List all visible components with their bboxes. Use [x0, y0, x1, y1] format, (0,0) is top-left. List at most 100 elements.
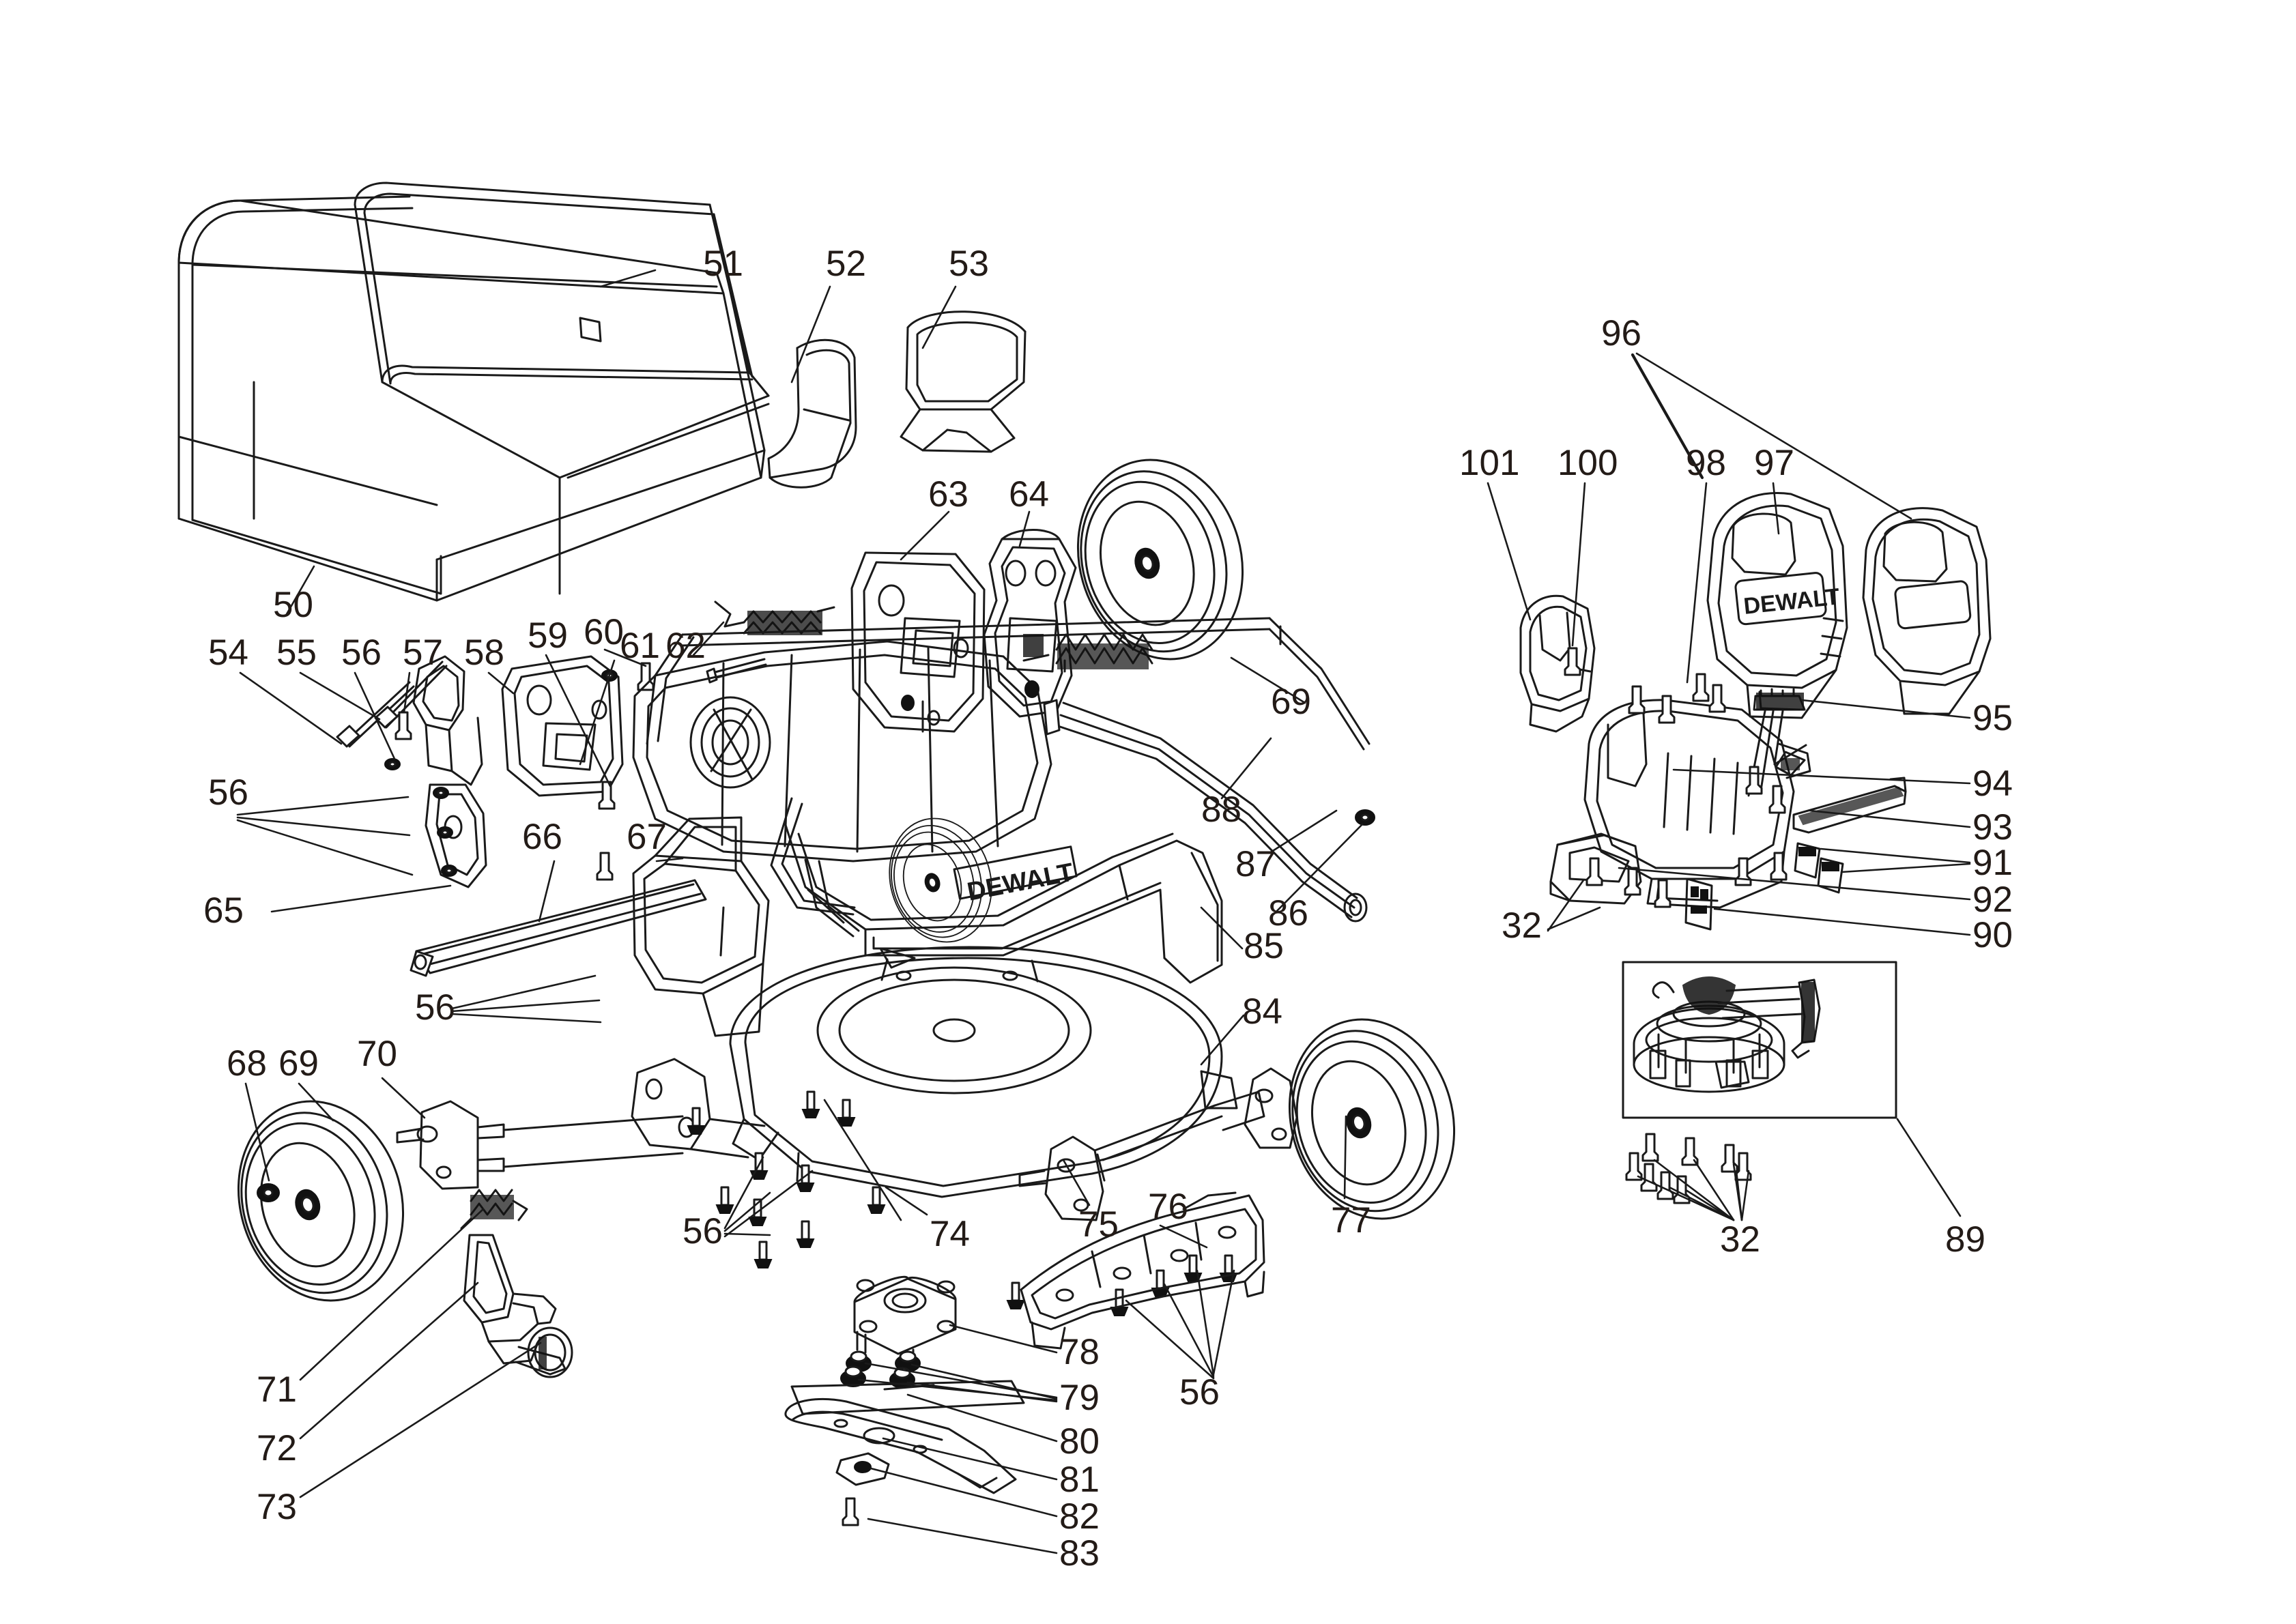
callout-88: 88 — [1201, 789, 1242, 830]
cable-part-93 — [1792, 777, 1907, 834]
motor-inset-box-89 — [1622, 961, 1897, 1119]
callout-69-a: 69 — [278, 1043, 319, 1084]
callout-74: 74 — [930, 1214, 970, 1254]
callout-65: 65 — [203, 890, 244, 931]
spring-part-62 — [714, 600, 835, 635]
wheel-part-69-left — [214, 1080, 427, 1322]
axle-bracket-part-70 — [396, 1100, 684, 1190]
battery-cover-part-101 — [1519, 594, 1596, 733]
wire-harness-part-95 — [1747, 688, 1807, 797]
callout-68: 68 — [227, 1043, 267, 1084]
callout-75: 75 — [1078, 1204, 1119, 1245]
callout-32-b: 32 — [1720, 1219, 1760, 1260]
callout-80: 80 — [1059, 1421, 1100, 1462]
handle-bracket-part-57 — [412, 655, 483, 786]
side-chute-part-53 — [900, 310, 1027, 453]
callout-71: 71 — [257, 1369, 297, 1410]
callout-97: 97 — [1754, 443, 1794, 483]
callout-66: 66 — [522, 817, 562, 857]
callout-78: 78 — [1059, 1332, 1100, 1372]
leader-lines — [236, 269, 1971, 1554]
bag-frame-part-51 — [354, 182, 770, 479]
wheel-bracket-right — [1244, 1067, 1298, 1149]
callout-96: 96 — [1601, 313, 1641, 353]
callout-81: 81 — [1059, 1460, 1100, 1500]
callout-55: 55 — [276, 633, 317, 673]
bolt-56 — [596, 852, 614, 881]
callout-56-a: 56 — [341, 633, 382, 673]
callout-56-b: 56 — [208, 772, 248, 813]
callout-59: 59 — [528, 615, 568, 656]
callout-73: 73 — [257, 1487, 297, 1527]
callout-61: 61 — [620, 626, 660, 666]
callout-53: 53 — [949, 244, 989, 284]
callout-60: 60 — [584, 612, 624, 652]
callout-79: 79 — [1059, 1378, 1100, 1418]
base-bracket-part-32 — [1549, 832, 1642, 905]
height-lever-part-72 — [463, 1234, 566, 1376]
callout-62: 62 — [665, 626, 706, 666]
washer-56 — [436, 826, 454, 839]
washer-56 — [432, 786, 450, 800]
callout-69-b: 69 — [1271, 682, 1311, 722]
callout-56-e: 56 — [1179, 1372, 1220, 1412]
washer-56 — [384, 757, 401, 771]
callout-57: 57 — [403, 633, 443, 673]
callout-76: 76 — [1148, 1187, 1188, 1227]
grass-bag-part-50 — [177, 195, 766, 602]
mower-deck-upper-body — [632, 640, 1052, 938]
callout-82: 82 — [1059, 1496, 1100, 1537]
callout-67: 67 — [627, 817, 667, 857]
nut-part-86 — [1355, 809, 1375, 826]
wheel-part-77 — [1265, 998, 1478, 1240]
brand-dewalt-battery: DEWALT — [1742, 583, 1841, 620]
bracket-part-64 — [983, 529, 1077, 718]
callout-95: 95 — [1972, 698, 2013, 738]
callout-85: 85 — [1244, 926, 1284, 966]
callout-101: 101 — [1459, 443, 1520, 483]
circuit-board-part-90 — [1684, 878, 1713, 931]
knob-part-73 — [527, 1326, 573, 1378]
callout-54: 54 — [208, 633, 248, 673]
motor-stator — [1633, 976, 1785, 1093]
mower-deck-part-84 — [729, 946, 1238, 1198]
mulch-plug-part-52 — [767, 338, 857, 489]
blade-washer-part-82 — [835, 1452, 890, 1486]
handle-rods-54-55 — [336, 661, 448, 748]
callout-93: 93 — [1972, 807, 2013, 847]
spring-part-71 — [460, 1189, 528, 1230]
callout-86: 86 — [1268, 893, 1308, 933]
callout-91: 91 — [1972, 843, 2013, 883]
callout-70: 70 — [357, 1034, 397, 1074]
callout-92: 92 — [1972, 880, 2013, 920]
frame-rail-part-87-88 — [1043, 699, 1368, 923]
clips-part-91 — [1794, 842, 1844, 894]
callout-63: 63 — [928, 474, 968, 514]
callout-72: 72 — [257, 1428, 297, 1468]
callout-98: 98 — [1686, 443, 1726, 483]
callout-100: 100 — [1558, 443, 1618, 483]
side-shield-part-66 — [410, 879, 707, 977]
callout-32-a: 32 — [1502, 905, 1542, 946]
callout-83: 83 — [1059, 1533, 1100, 1574]
nut-part-68 — [257, 1183, 280, 1202]
wheel-part-69-right — [1054, 439, 1267, 680]
rear-shield-part-67 — [632, 816, 770, 1037]
callout-94: 94 — [1972, 764, 2013, 804]
callout-50: 50 — [273, 585, 313, 625]
bracket-part-63 — [850, 551, 986, 733]
callout-90: 90 — [1972, 915, 2013, 955]
callout-87: 87 — [1235, 844, 1276, 884]
spring-part-88 — [1022, 633, 1153, 673]
bolt-59 — [598, 781, 616, 810]
callout-58: 58 — [464, 633, 504, 673]
callout-84: 84 — [1242, 991, 1282, 1032]
axle-bracket-part-75 — [1018, 1090, 1265, 1221]
motor-controller — [1717, 978, 1821, 1059]
battery-cover-part-96 — [1862, 507, 1992, 715]
callout-56-d: 56 — [683, 1211, 723, 1251]
callout-52: 52 — [826, 244, 866, 284]
deflector-part-76 — [1020, 1191, 1265, 1350]
